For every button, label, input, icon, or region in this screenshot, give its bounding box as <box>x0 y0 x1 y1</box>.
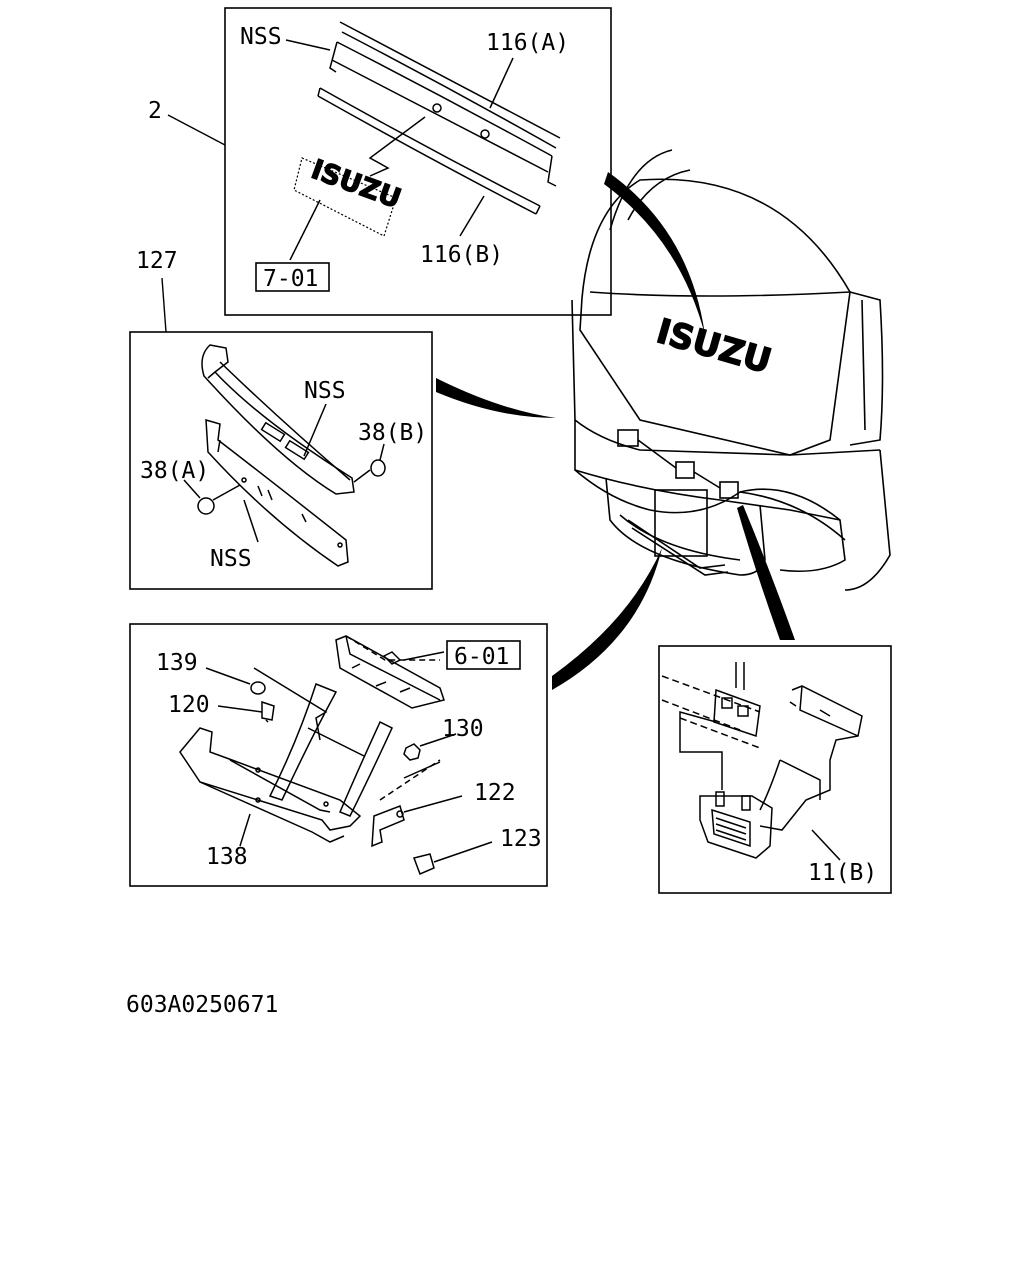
label-123: 123 <box>500 826 542 852</box>
callout-2: 2 <box>148 98 162 124</box>
label-120: 120 <box>168 692 210 718</box>
label-139: 139 <box>156 650 198 676</box>
vehicle-emblem: ISUZU <box>652 311 776 382</box>
leader-arcs <box>436 172 795 690</box>
label-nss-grille-top: NSS <box>304 378 346 404</box>
label-138: 138 <box>206 844 248 870</box>
isuzu-badge: ISUZU <box>293 154 406 237</box>
ref-box-6-01 <box>446 640 521 670</box>
drawing-code: 603A0250671 <box>126 992 278 1018</box>
inset-frame-top <box>224 7 612 316</box>
label-38a: 38(A) <box>140 458 209 484</box>
label-nss-grille-bottom: NSS <box>210 546 252 572</box>
inset-under-cover: 139 120 130 122 123 138 6-01 <box>129 623 548 887</box>
inset-windshield-trim: ISUZU 2 NSS 116(A) 116(B) 7-01 <box>148 7 612 316</box>
label-11b: 11(B) <box>808 860 877 886</box>
label-116b: 116(B) <box>420 242 503 268</box>
inset-frame-hinge <box>658 645 892 894</box>
inset-hinge: 11(B) <box>658 645 892 894</box>
inset-frame-bottom <box>129 623 548 887</box>
callout-127: 127 <box>136 248 178 274</box>
ref-7-01: 7-01 <box>263 266 318 292</box>
label-122: 122 <box>474 780 516 806</box>
leader-127 <box>161 277 167 333</box>
inset-grille: 127 NSS 38(B) 38(A) NSS <box>129 248 433 590</box>
label-116a: 116(A) <box>486 30 569 56</box>
badge-emblem-text: ISUZU <box>307 154 405 215</box>
label-38b: 38(B) <box>358 420 427 446</box>
ref-6-01: 6-01 <box>454 644 509 670</box>
ref-box-7-01 <box>255 262 330 292</box>
label-nss-top: NSS <box>240 24 282 50</box>
label-130: 130 <box>442 716 484 742</box>
leader-2 <box>167 114 226 146</box>
inset-frame-grille <box>129 331 433 590</box>
